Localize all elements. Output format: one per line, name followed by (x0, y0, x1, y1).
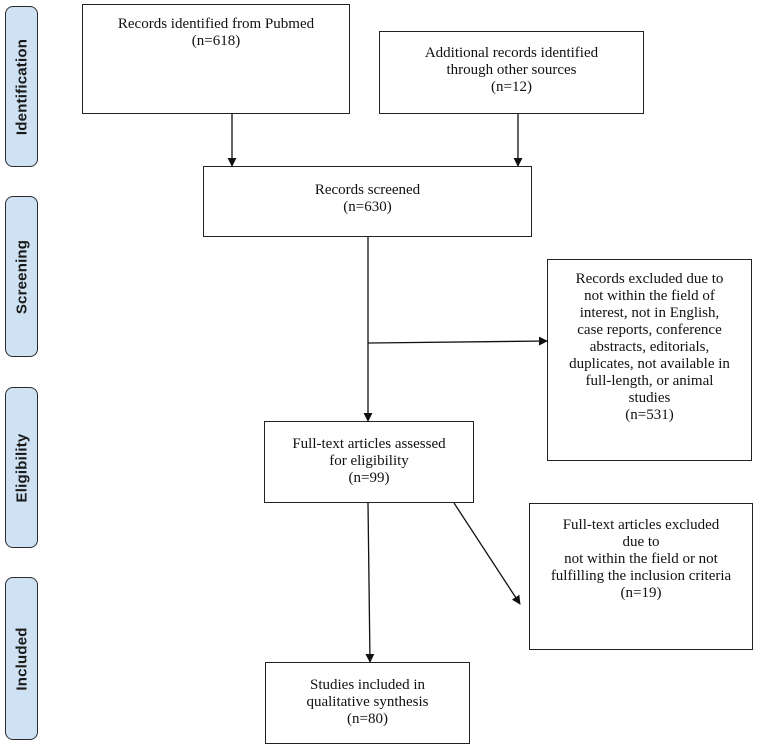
box-fulltext-assessed: Full-text articles assessed for eligibil… (264, 421, 474, 503)
box-screened-line1: Records screened (314, 182, 421, 198)
box-pubmed-records: Records identified from Pubmed (n=618) (82, 4, 350, 114)
arrow-screened-to-excluded (367, 336, 548, 346)
box-fulltext-excluded-line5: (n=19) (620, 585, 662, 601)
box-fulltext-excluded-line2: due to (622, 534, 660, 550)
box-excluded-line9: (n=531) (625, 407, 674, 423)
box-excluded-line4: case reports, conference (577, 322, 722, 338)
arrow-fulltext-to-included (365, 502, 375, 663)
arrow-fulltext-to-excluded (453, 502, 521, 605)
box-fulltext-line1: Full-text articles assessed (292, 436, 446, 452)
box-fulltext-excluded-line3: not within the field or not (564, 551, 718, 567)
phase-identification: Identification (5, 6, 38, 167)
box-fulltext-line2: for eligibility (329, 453, 409, 469)
box-excluded-line6: duplicates, not available in (569, 356, 730, 372)
box-fulltext-line3: (n=99) (348, 470, 390, 486)
box-other-line3: (n=12) (491, 79, 532, 95)
phase-screening: Screening (5, 196, 38, 357)
box-records-excluded: Records excluded due to not within the f… (547, 259, 752, 461)
box-pubmed-line1: Records identified from Pubmed (117, 16, 315, 32)
box-studies-included: Studies included in qualitative synthesi… (265, 662, 470, 744)
box-fulltext-excluded: Full-text articles excluded due to not w… (529, 503, 753, 650)
box-other-sources: Additional records identified through ot… (379, 31, 644, 114)
box-excluded-line3: interest, not in English, (579, 305, 720, 321)
box-included-line3: (n=80) (347, 711, 388, 727)
box-excluded-line2: not within the field of (584, 288, 715, 304)
box-included-line2: qualitative synthesis (306, 694, 429, 710)
box-screened-line2: (n=630) (343, 199, 392, 215)
box-excluded-line1: Records excluded due to (575, 271, 724, 287)
box-fulltext-excluded-line1: Full-text articles excluded (562, 517, 720, 533)
box-pubmed-line2: (n=618) (191, 33, 241, 49)
box-records-screened: Records screened (n=630) (203, 166, 532, 237)
box-excluded-line5: abstracts, editorials, (589, 339, 710, 355)
box-excluded-line7: full-length, or animal (585, 373, 714, 389)
box-other-line1: Additional records identified (424, 45, 599, 61)
box-included-line1: Studies included in (310, 677, 425, 693)
box-other-line2: through other sources (446, 62, 577, 78)
phase-eligibility: Eligibility (5, 387, 38, 548)
phase-included: Included (5, 577, 38, 740)
box-excluded-line8: studies (628, 390, 671, 406)
box-fulltext-excluded-line4: fulfilling the inclusion criteria (550, 568, 732, 584)
